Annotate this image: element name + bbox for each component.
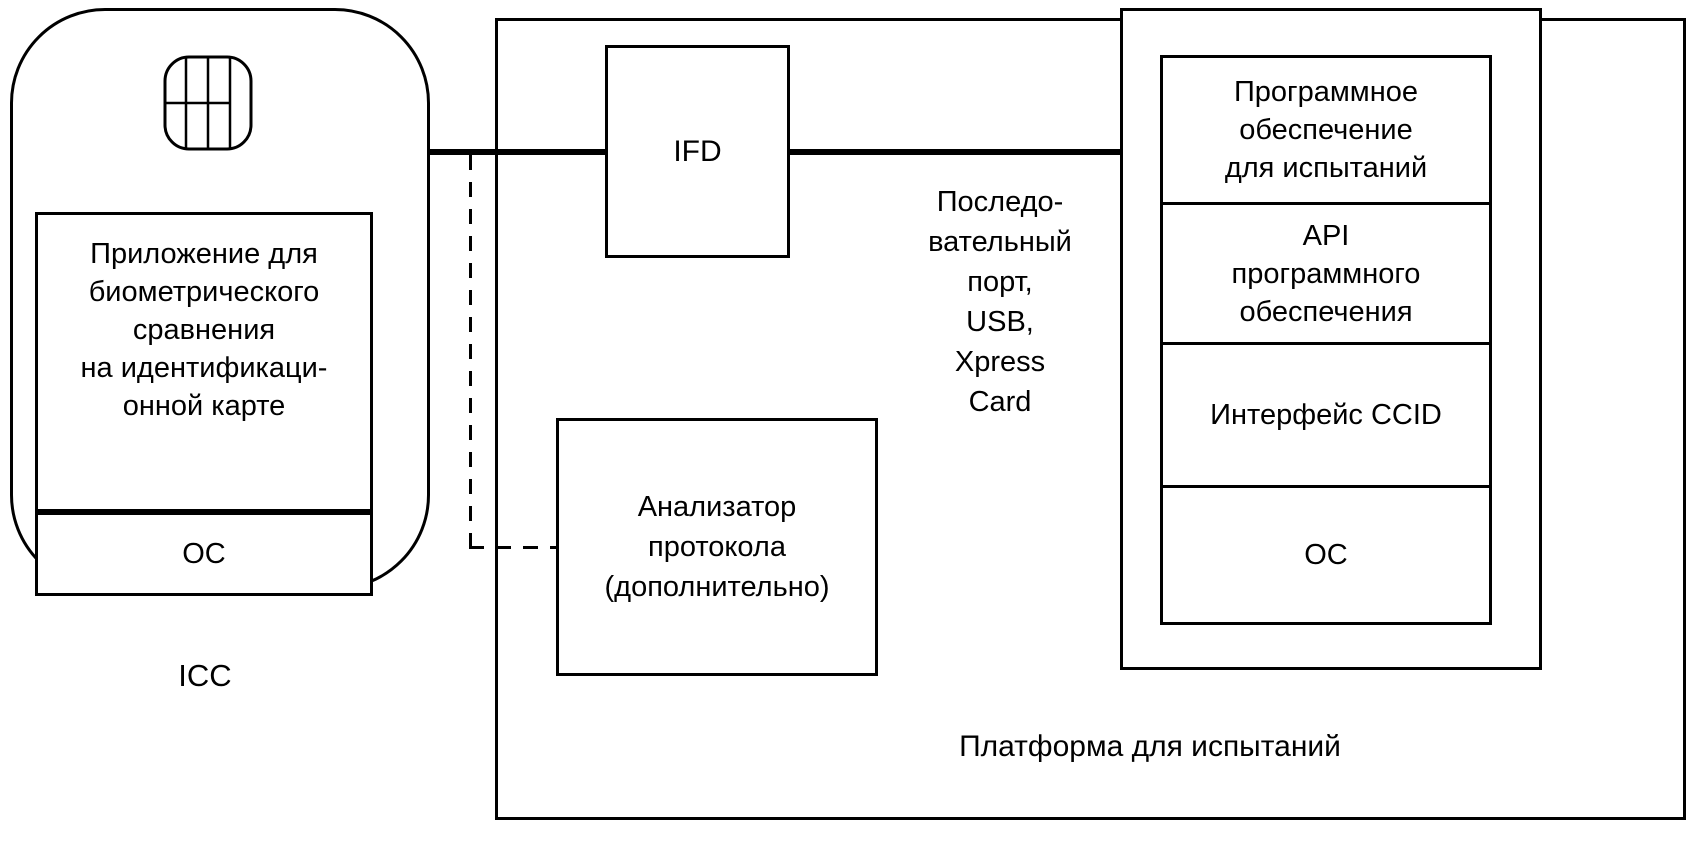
chip-icon: [163, 55, 253, 151]
dashed-line-horizontal: [469, 546, 559, 549]
connection-label: Последо- вательный порт, USB, Xpress Car…: [928, 186, 1072, 418]
icc-os-box: ОС: [35, 512, 373, 596]
biometric-app-box: Приложение для биометрического сравнения…: [35, 212, 373, 512]
test-software-box: Программное обеспечение для испытаний: [1160, 55, 1492, 205]
software-api-box: API программного обеспечения: [1160, 202, 1492, 345]
ifd-box: IFD: [605, 45, 790, 258]
icc-label: ICC: [178, 658, 232, 693]
ccid-interface-box: Интерфейс CCID: [1160, 342, 1492, 488]
test-platform-box: [495, 18, 1686, 820]
dashed-line-vertical: [469, 155, 472, 547]
platform-os-box: ОС: [1160, 485, 1492, 625]
platform-label: Платформа для испытаний: [959, 730, 1341, 763]
protocol-analyzer-box: Анализатор протокола (дополнительно): [556, 418, 878, 676]
